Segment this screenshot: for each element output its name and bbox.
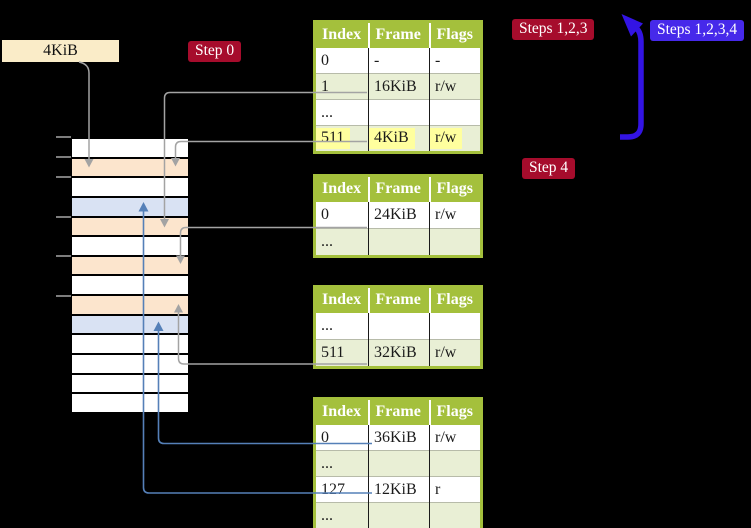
table-cell: ... [314, 502, 369, 528]
table-cell: ... [314, 228, 369, 257]
table-cell: r/w [429, 73, 482, 100]
highlighted-value: r/w [430, 128, 463, 149]
badge-steps-1-2-3-4: Steps 1,2,3,4 [650, 20, 745, 41]
table-cell [368, 502, 430, 528]
column-header-flags: Flags [428, 286, 482, 313]
table-cell: 0 [321, 428, 329, 446]
frame-boundary-tick [56, 215, 71, 218]
column-header-index: Index [314, 175, 369, 202]
highlighted-value: 511 [316, 128, 351, 149]
highlighted-value: 4KiB [369, 128, 415, 149]
memory-row-peach [72, 158, 188, 179]
table-cell: 0 [321, 206, 329, 223]
table-cell: 32KiB [368, 339, 430, 368]
memory-row-white [72, 394, 188, 412]
table-cell: - [429, 48, 482, 74]
table-cell: r/w [429, 202, 482, 229]
memory-row-white [72, 335, 188, 356]
table-cell: 12KiB [368, 476, 430, 503]
table-cell: r/w [429, 425, 482, 451]
memory-strip [70, 137, 190, 414]
table-row: ... [314, 228, 482, 257]
badge-step-4: Step 4 [522, 158, 576, 179]
table-cell: 1 [314, 73, 369, 100]
table-cell [429, 228, 482, 257]
column-header-flags: Flags [428, 175, 482, 202]
table-row: 0 -- [315, 48, 482, 74]
column-header-index: Index [314, 286, 369, 313]
table-cell: - [368, 48, 430, 74]
column-header-frame: Frame [367, 21, 430, 48]
column-header-index: Index [314, 21, 369, 48]
memory-row-peach [72, 256, 188, 277]
table-cell: 0 [321, 51, 329, 69]
frame-pointer-box: 4KiB [2, 40, 119, 62]
table-cell: r/w [429, 125, 482, 153]
table-cell: 127 [314, 476, 369, 503]
memory-row-peach [72, 217, 188, 238]
table-cell: ... [314, 450, 369, 477]
frame-boundary-tick [56, 255, 71, 257]
frame-boundary-tick [56, 136, 71, 138]
table-row: ... [314, 502, 482, 528]
table-cell: 24KiB [368, 202, 430, 229]
column-header-frame: Frame [367, 175, 430, 202]
memory-row-peach [72, 296, 188, 316]
table-cell: 511 [314, 339, 369, 368]
table-cell [368, 228, 430, 257]
table-cell [368, 313, 430, 340]
memory-row-white [72, 355, 188, 375]
table-cell [429, 450, 482, 477]
recursive-loop-arrow [620, 14, 644, 140]
table-cell: 4KiB [368, 125, 430, 153]
table-row: 511 4KiB r/w [314, 125, 482, 153]
table-cell: r [429, 476, 482, 503]
column-header-flags: Flags [428, 398, 482, 425]
frame-boundary-tick [56, 294, 71, 297]
table-row: ... [314, 450, 482, 477]
table-cell [429, 502, 482, 528]
column-header-flags: Flags [428, 21, 482, 48]
table-cell [368, 99, 430, 126]
memory-row-blue [72, 197, 188, 218]
table-cell: ... [314, 99, 369, 126]
badge-steps-1-2-3: Steps 1,2,3 [512, 19, 595, 40]
table-cell: 511 [314, 125, 369, 153]
memory-row-white [72, 178, 188, 198]
frame-boundary-tick [56, 156, 71, 158]
column-header-frame: Frame [367, 286, 430, 313]
table-row: ... [314, 99, 482, 126]
table-cell: r/w [429, 339, 482, 368]
memory-row-white [72, 237, 188, 257]
table-row: ... [315, 313, 482, 340]
table-cell [429, 99, 482, 126]
table-cell: 16KiB [368, 73, 430, 100]
memory-row-white [72, 139, 188, 159]
table-cell [429, 313, 482, 340]
frame-boundary-tick [56, 176, 71, 178]
badge-step-0: Step 0 [188, 41, 242, 62]
memory-row-white [72, 276, 188, 297]
memory-row-blue [72, 315, 188, 336]
column-header-frame: Frame [367, 398, 430, 425]
table-cell: 36KiB [368, 425, 430, 451]
memory-row-white [72, 374, 188, 395]
table-cell [368, 450, 430, 477]
table-cell: ... [321, 317, 333, 334]
column-header-index: Index [314, 398, 369, 425]
